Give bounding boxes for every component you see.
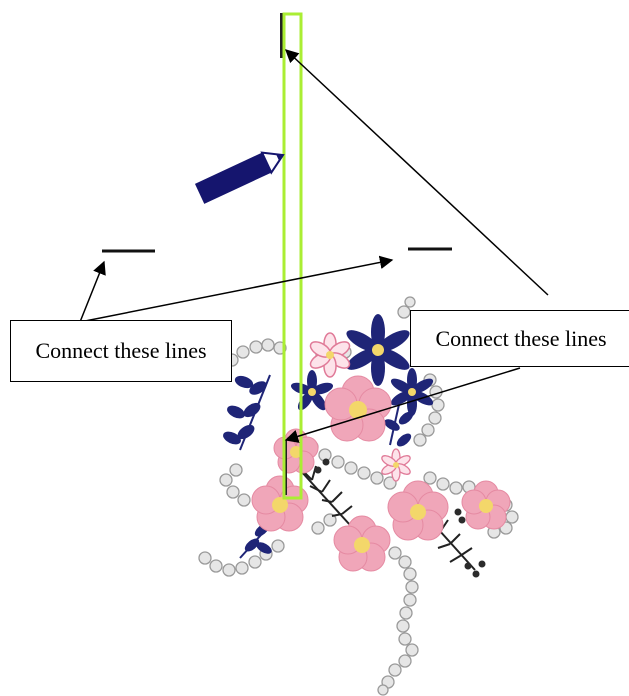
pink-flower-small-outline xyxy=(381,448,411,482)
arrow-right-callout-to-top-line xyxy=(285,49,549,296)
pink-flower-outline xyxy=(309,332,351,378)
navy-flower-right xyxy=(390,368,434,416)
pink-flower-center-large xyxy=(324,375,392,442)
callout-left: Connect these lines xyxy=(10,320,232,382)
navy-sprigs xyxy=(223,374,414,559)
pink-flower-far-right xyxy=(461,480,511,530)
callout-right: Connect these lines xyxy=(410,310,629,367)
pencil-icon xyxy=(194,151,285,204)
selection-frame[interactable] xyxy=(282,12,303,500)
arrow-right-callout-to-bottom-line xyxy=(284,367,521,443)
pointer-arrows xyxy=(79,49,549,443)
arrow-left-callout-to-left-line xyxy=(79,260,106,323)
arrow-left-callout-to-right-line xyxy=(79,255,394,323)
pink-flower-lower-left xyxy=(251,475,309,532)
callout-right-text: Connect these lines xyxy=(435,325,607,351)
pink-flower-bottom xyxy=(333,515,391,572)
pink-flower-mid xyxy=(273,428,319,474)
pink-flower-right xyxy=(387,480,449,541)
floral-embroidery xyxy=(198,296,519,696)
callout-left-text: Connect these lines xyxy=(35,338,207,363)
navy-flower-large xyxy=(346,314,410,386)
